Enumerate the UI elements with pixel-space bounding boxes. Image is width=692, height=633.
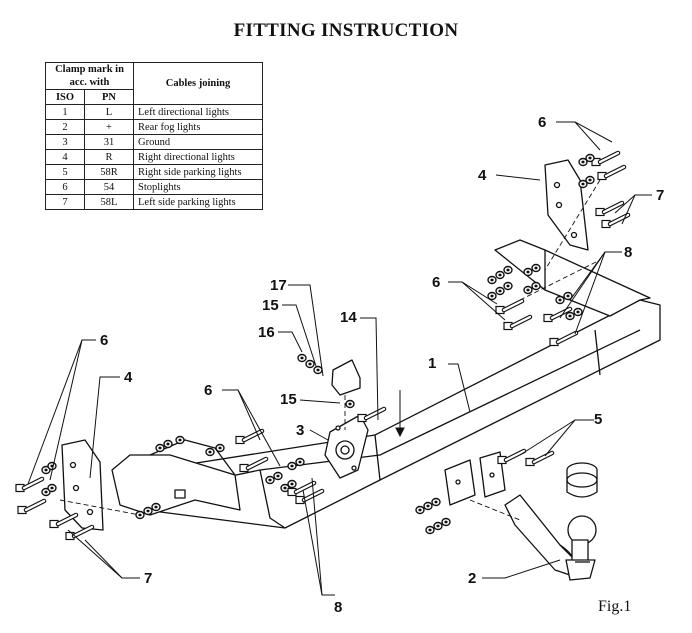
callout-6-right-middle: 6 <box>432 274 440 291</box>
page-title: FITTING INSTRUCTION <box>233 20 459 41</box>
callout-4-left: 4 <box>124 369 133 386</box>
callout-3: 3 <box>296 422 304 439</box>
assembly-lines <box>59 179 601 521</box>
side-bracket-left <box>61 439 104 531</box>
callout-15-lower: 15 <box>280 391 297 408</box>
header-clamp-mark: Clamp mark in acc. with <box>45 62 134 90</box>
downward-arrow <box>395 390 405 438</box>
cable-table: Clamp mark in acc. with Cables joining I… <box>45 62 263 210</box>
callout-6-top-right: 6 <box>538 114 546 131</box>
tow-ball-assembly <box>504 462 598 581</box>
table-header-row: Clamp mark in acc. with Cables joining <box>45 62 263 105</box>
desc-cell: Left side parking lights <box>133 194 263 210</box>
callout-8-bottom: 8 <box>334 599 342 616</box>
socket-bracket <box>331 359 361 396</box>
callout-7-left: 7 <box>144 570 152 587</box>
callout-6-left-top: 6 <box>100 332 108 349</box>
side-bracket-right <box>544 159 589 251</box>
callout-7-right: 7 <box>656 187 664 204</box>
callout-4-right: 4 <box>478 167 487 184</box>
callout-16: 16 <box>258 324 275 341</box>
figure-caption: Fig.1 <box>598 598 632 615</box>
callout-1: 1 <box>428 355 436 372</box>
table-subheader-row: ISO PN <box>45 89 263 105</box>
callout-2: 2 <box>468 570 476 587</box>
callout-8-right: 8 <box>624 244 632 261</box>
callout-17: 17 <box>270 277 287 294</box>
callout-5: 5 <box>594 411 602 428</box>
socket-plate <box>324 414 369 479</box>
header-cables-joining: Cables joining <box>133 62 263 105</box>
leader-lines <box>27 121 652 596</box>
iso-cell: 7 <box>45 194 85 210</box>
hitch-plates <box>444 451 506 506</box>
callout-14: 14 <box>340 309 357 326</box>
callout-6-left-middle: 6 <box>204 382 212 399</box>
callout-15-top: 15 <box>262 297 279 314</box>
